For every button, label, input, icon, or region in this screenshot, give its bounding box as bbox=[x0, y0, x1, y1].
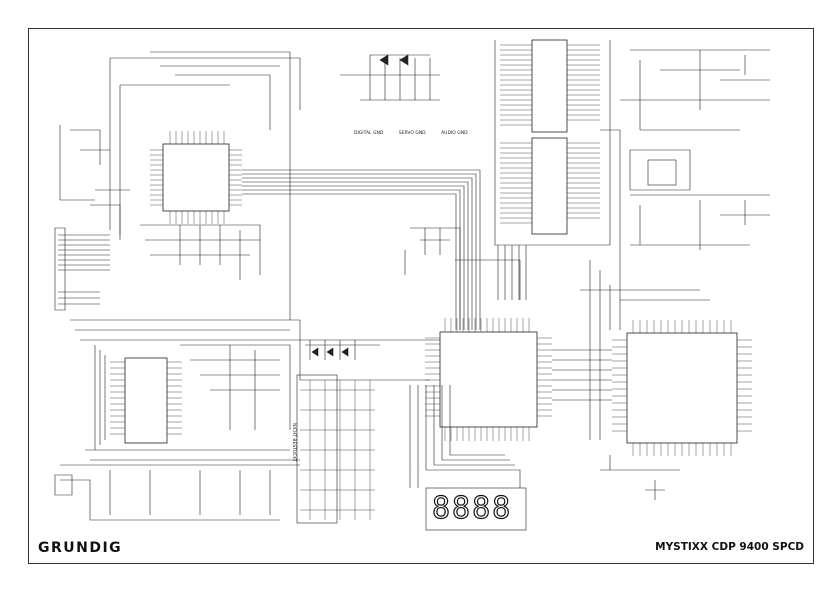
brand-logo: GRUNDIG bbox=[38, 540, 123, 556]
ic-opamp bbox=[647, 159, 677, 186]
headphone-jack bbox=[54, 474, 73, 496]
headphone-stage bbox=[60, 464, 300, 521]
connector-left bbox=[54, 227, 110, 311]
ground-label-servo: SERVO GND bbox=[398, 131, 426, 136]
key-matrix-lines bbox=[300, 380, 375, 520]
ic-decoder bbox=[439, 331, 538, 428]
sheet-border bbox=[28, 28, 814, 564]
memory-bus bbox=[494, 40, 621, 330]
ic-microcontroller bbox=[626, 332, 738, 444]
crystal-micro bbox=[600, 455, 680, 500]
servo-lower-network bbox=[140, 224, 261, 280]
memory-pins bbox=[500, 44, 600, 224]
led-diodes bbox=[311, 347, 349, 357]
display-frame bbox=[425, 487, 527, 531]
bus-decoder-micro bbox=[552, 260, 710, 440]
ic-memory-2 bbox=[531, 137, 568, 235]
ic-servo-pins-left bbox=[150, 131, 242, 224]
bus-servo-right bbox=[242, 169, 481, 330]
ground-label-audio: AUDIO GND bbox=[441, 131, 468, 136]
connector-note: NICHT BESTÜCKT bbox=[291, 423, 296, 462]
display-connections bbox=[409, 385, 521, 488]
switch-network bbox=[404, 227, 521, 330]
ground-label-digital: DIGITAL GND bbox=[354, 131, 384, 136]
led-drivers bbox=[305, 340, 380, 360]
audio-output-lower bbox=[630, 194, 770, 250]
ic-servo-processor bbox=[162, 143, 230, 212]
bus-top-left bbox=[109, 51, 301, 320]
power-diodes bbox=[379, 54, 409, 66]
ground-legend: DIGITAL GND SERVO GND AUDIO GND bbox=[354, 131, 482, 136]
transistor-network-left bbox=[59, 125, 130, 235]
key-matrix-frame bbox=[296, 374, 338, 524]
ic-dac bbox=[124, 357, 168, 444]
dac-pins bbox=[110, 361, 182, 435]
power-supply bbox=[340, 54, 440, 101]
ic-memory-1 bbox=[531, 39, 568, 133]
model-title: MYSTIXX CDP 9400 SPCD bbox=[655, 541, 804, 553]
bus-bottom-left bbox=[70, 319, 440, 461]
seven-segment-display: 8888 bbox=[431, 491, 513, 526]
decoder-pins bbox=[425, 318, 552, 441]
audio-output-network bbox=[620, 49, 770, 191]
micro-pins bbox=[612, 320, 752, 456]
filter-network bbox=[180, 344, 291, 430]
